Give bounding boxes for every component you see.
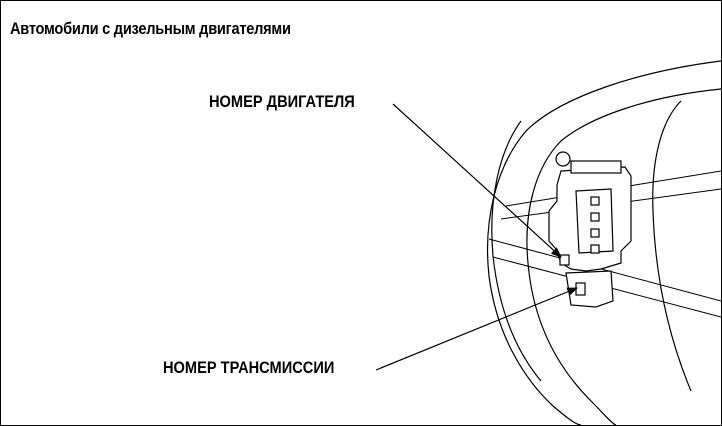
engine-number-plate [559, 254, 570, 266]
engine-number-arrow [392, 103, 562, 258]
engine-port-4 [590, 244, 600, 254]
engine-block [548, 151, 632, 272]
engine-top-cover [570, 160, 622, 174]
car-body-outline [486, 60, 721, 425]
hood-outer-line [486, 60, 721, 425]
engine-port-2 [590, 212, 600, 222]
diagram-caption: Автомобили с дизельным двигателями [10, 19, 291, 38]
engine-cap-circle [555, 151, 571, 167]
transmission-unit [565, 270, 614, 308]
engine-number-label: НОМЕР ДВИГАТЕЛЯ [209, 92, 355, 111]
transmission-number-plate [575, 282, 586, 296]
bumper-line [491, 120, 542, 382]
transmission-number-arrow [375, 287, 578, 371]
windshield-edge [652, 100, 692, 392]
engine-port-1 [590, 196, 600, 206]
transmission-number-label: НОМЕР ТРАНСМИССИИ [163, 358, 335, 377]
hood-inner-line [526, 88, 721, 425]
engine-port-3 [590, 228, 600, 238]
